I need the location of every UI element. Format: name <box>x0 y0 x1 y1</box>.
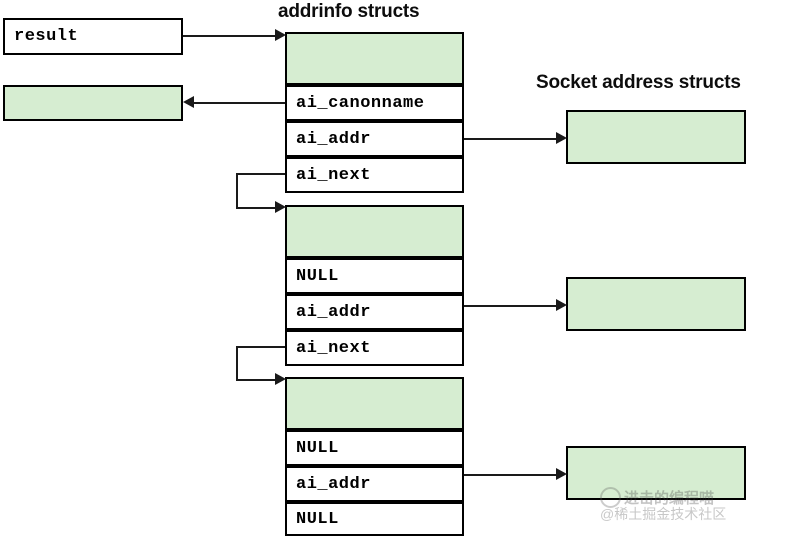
watermark-sub-text: @稀土掘金技术社区 <box>600 506 727 522</box>
socket-address-structs-title: Socket address structs <box>536 72 741 93</box>
canonname-target-box <box>3 85 183 121</box>
socket-address-struct-2 <box>566 277 746 331</box>
canonname-field: NULL <box>285 430 464 466</box>
connector-next1-segment-horizontal-bottom <box>236 207 277 209</box>
next-field: NULL <box>285 502 464 536</box>
connector-next1-segment-vertical <box>236 173 238 209</box>
struct-header-cell <box>285 377 464 430</box>
socket-address-struct-3 <box>566 446 746 500</box>
connector-canonname-to-target-line <box>190 102 285 104</box>
connector-result-to-struct1-line <box>183 35 277 37</box>
connector-next2-segment-horizontal-top <box>236 346 285 348</box>
connector-canonname-to-target-arrowhead <box>183 96 194 108</box>
addr-field: ai_addr <box>285 121 464 157</box>
next-field: ai_next <box>285 157 464 193</box>
struct-header-cell <box>285 32 464 85</box>
connector-addr1-to-sockaddr1-line <box>464 138 560 140</box>
socket-address-struct-1 <box>566 110 746 164</box>
connector-addr3-to-sockaddr3-arrowhead <box>556 468 567 480</box>
connector-next2-segment-vertical <box>236 346 238 380</box>
addr-field: ai_addr <box>285 294 464 330</box>
connector-next2-segment-horizontal-bottom <box>236 379 277 381</box>
connector-addr2-to-sockaddr2-line <box>464 305 560 307</box>
connector-result-to-struct1-arrowhead <box>275 29 286 41</box>
canonname-field: ai_canonname <box>285 85 464 121</box>
connector-next1-to-struct2-arrowhead <box>275 201 286 213</box>
result-pointer-box: result <box>3 18 183 55</box>
connector-next1-segment-horizontal-top <box>236 173 285 175</box>
canonname-field: NULL <box>285 258 464 294</box>
connector-addr3-to-sockaddr3-line <box>464 474 560 476</box>
connector-addr2-to-sockaddr2-arrowhead <box>556 299 567 311</box>
next-field: ai_next <box>285 330 464 366</box>
connector-next2-to-struct3-arrowhead <box>275 373 286 385</box>
connector-addr1-to-sockaddr1-arrowhead <box>556 132 567 144</box>
struct-header-cell <box>285 205 464 258</box>
addrinfo-structs-title: addrinfo structs <box>278 1 420 22</box>
addr-field: ai_addr <box>285 466 464 502</box>
